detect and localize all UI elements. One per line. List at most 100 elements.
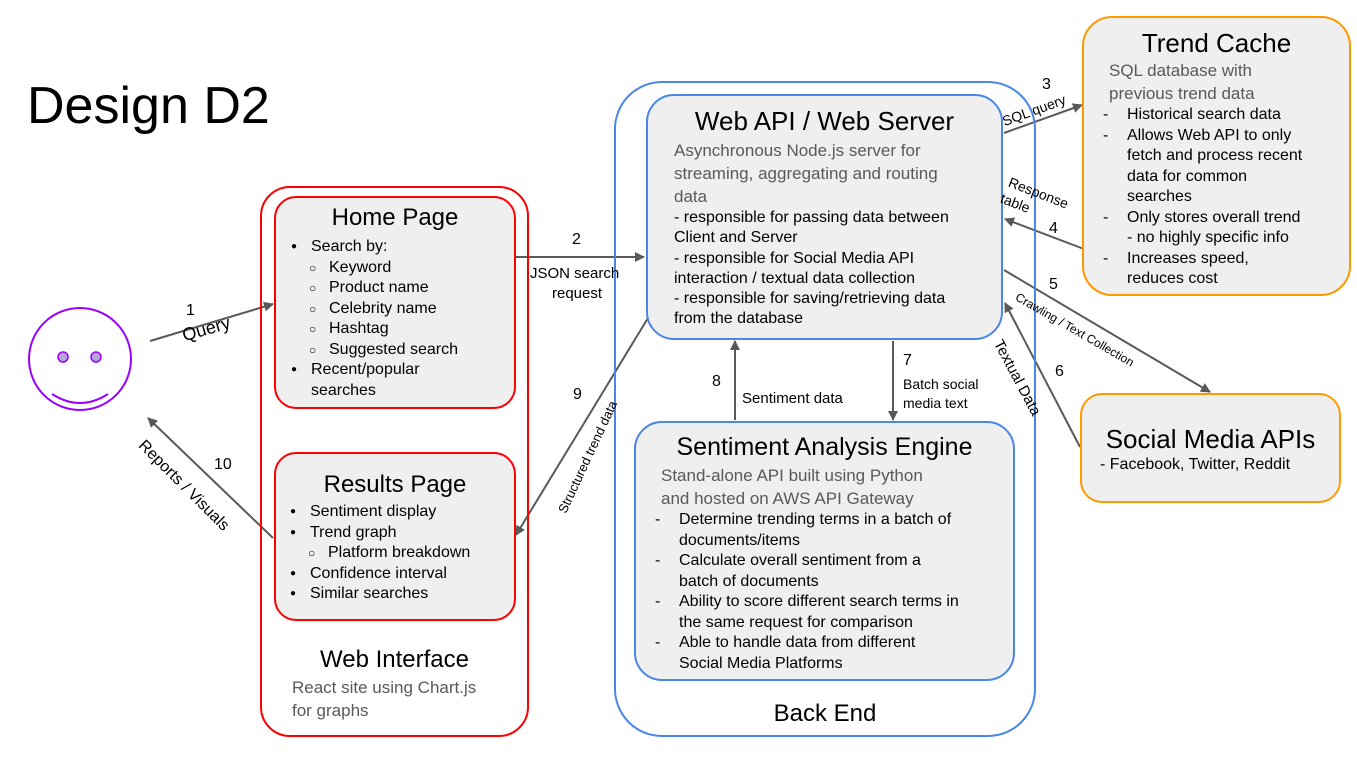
web-interface-title: Web Interface <box>320 646 469 673</box>
results-page-box <box>274 452 516 621</box>
sentiment-item-text: Social Media Platforms <box>679 654 843 672</box>
trend-cache-item: searches <box>1083 187 1302 208</box>
web-api-responsibility-line: from the database <box>674 310 803 328</box>
arrow-9 <box>515 317 649 536</box>
flow-1-number: 1 <box>186 302 195 319</box>
flow-7-label-1: Batch social <box>903 376 979 392</box>
sentiment-item: Social Media Platforms <box>635 654 959 675</box>
home-page-item: ○Celebrity name <box>275 299 458 320</box>
dash-bullet-icon: - <box>655 634 661 651</box>
home-page-item: ○ Hashtag <box>275 319 458 340</box>
social-media-apis-desc: - Facebook, Twitter, Reddit <box>1100 456 1291 473</box>
web-api-responsibility-line: - responsible for Social Media API <box>674 249 915 267</box>
home-page-item: ●Search by: <box>275 237 458 258</box>
bullet-dot-icon: ● <box>291 364 298 375</box>
arrow-6 <box>1004 302 1081 448</box>
trend-cache-title: Trend Cache <box>1141 28 1292 58</box>
trend-cache-item: -Allows Web API to only <box>1083 126 1302 147</box>
home-page-item: searches <box>275 381 458 402</box>
flow-8-label: Sentiment data <box>742 390 843 407</box>
sentiment-item: the same request for comparison <box>635 613 959 634</box>
sentiment-item-text: the same request for comparison <box>679 613 913 631</box>
sentiment-item-text: Ability to score different search terms … <box>679 593 959 610</box>
bullet-circle-icon: ○ <box>309 322 317 336</box>
sentiment-item-text: Able to handle data from different <box>679 634 916 651</box>
dash-bullet-icon: - <box>655 511 661 528</box>
dash-bullet-icon: - <box>1103 208 1109 226</box>
sentiment-item-text: documents/items <box>679 531 800 549</box>
trend-cache-item: reduces cost <box>1083 269 1302 290</box>
back-end-container <box>614 81 1036 737</box>
flow-7-number: 7 <box>903 352 912 369</box>
trend-cache-desc-line: previous trend data <box>1109 84 1255 103</box>
home-page-item: ○Suggested search <box>275 340 458 361</box>
trend-cache-item-text: reduces cost <box>1127 270 1218 287</box>
smiley-face-icon <box>28 307 132 411</box>
web-interface-desc-1: React site using Chart.js <box>292 678 477 697</box>
trend-cache-desc: SQL database with previous trend data <box>1109 59 1255 105</box>
home-page-item-text: Celebrity name <box>329 299 437 317</box>
trend-cache-item-text: Only stores overall trend <box>1127 208 1301 226</box>
web-api-desc-line: Asynchronous Node.js server for <box>674 141 921 160</box>
dash-bullet-icon: - <box>1103 126 1109 144</box>
sentiment-engine-box <box>634 421 1015 681</box>
bullet-circle-icon: ○ <box>309 260 317 275</box>
flow-10-number: 10 <box>214 456 232 473</box>
bullet-circle-icon: ○ <box>309 281 317 295</box>
results-page-item: ●Confidence interval <box>274 564 470 585</box>
dash-bullet-icon: - <box>1103 249 1109 267</box>
trend-cache-desc-line: SQL database with <box>1109 61 1253 80</box>
home-page-item: ● Recent/popular <box>275 360 458 381</box>
dash-bullet-icon: - <box>655 593 661 610</box>
home-page-item: ○ Keyword <box>275 258 458 279</box>
web-api-title: Web API / Web Server <box>694 106 955 136</box>
web-api-desc-line: data <box>674 187 708 206</box>
home-page-item-text: Keyword <box>329 258 392 276</box>
trend-cache-item-text: searches <box>1127 188 1192 205</box>
web-api-box <box>646 94 1003 340</box>
results-page-item: ○ Platform breakdown <box>274 543 470 564</box>
web-api-responsibility-line: interaction / textual data collection <box>674 269 916 287</box>
social-media-apis-title: Social Media APIs <box>1105 424 1316 454</box>
home-page-item-text: searches <box>311 381 376 399</box>
sentiment-item: batch of documents <box>635 572 959 593</box>
home-page-box <box>274 196 516 409</box>
results-page-item-text: Platform breakdown <box>328 544 471 561</box>
trend-cache-item: -Only stores overall trend <box>1083 208 1302 229</box>
flow-5-number: 5 <box>1049 276 1058 293</box>
results-page-item: ● Trend graph <box>274 523 470 544</box>
home-page-item: ○Product name <box>275 278 458 299</box>
sentiment-item: documents/items <box>635 531 959 552</box>
flow-6-number: 6 <box>1055 363 1064 380</box>
web-api-responsibility-line: - responsible for saving/retrieving data <box>674 290 946 308</box>
results-page-item-text: Similar searches <box>310 585 429 602</box>
results-page-list: ●Sentiment display●Trend graph○Platform … <box>274 502 470 605</box>
arrow-1 <box>149 301 274 342</box>
home-page-item-text: Recent/popular <box>311 361 420 378</box>
page-title: Design D2 <box>27 77 270 135</box>
results-page-item-text: Trend graph <box>310 523 397 541</box>
sentiment-item: -Determine trending terms in a batch of <box>635 510 959 531</box>
trend-cache-item-text: data for common <box>1127 167 1248 185</box>
sentiment-desc-line: and hosted on AWS API Gateway <box>661 489 914 508</box>
trend-cache-box <box>1082 16 1351 296</box>
home-page-list: ●Search by:○Keyword○Product name○Celebri… <box>275 237 458 401</box>
results-page-item-text: Sentiment display <box>310 503 437 520</box>
trend-cache-item-text: Increases speed, <box>1127 249 1249 267</box>
flow-4-number: 4 <box>1049 220 1058 237</box>
home-page-item-text: Hashtag <box>329 320 389 337</box>
social-media-apis-box <box>1080 393 1341 503</box>
trend-cache-item-text: - no highly specific info <box>1127 229 1289 246</box>
bullet-dot-icon: ● <box>291 241 298 252</box>
flow-8-number: 8 <box>712 373 721 390</box>
flow-2-label-1: JSON search <box>530 265 620 282</box>
sentiment-item: - Able to handle data from different <box>635 633 959 654</box>
bullet-circle-icon: ○ <box>308 546 316 560</box>
results-page-title: Results Page <box>323 471 467 498</box>
arrow-5 <box>1003 269 1211 393</box>
trend-cache-item-text: Allows Web API to only <box>1127 126 1292 144</box>
bullet-dot-icon: ● <box>290 526 297 538</box>
